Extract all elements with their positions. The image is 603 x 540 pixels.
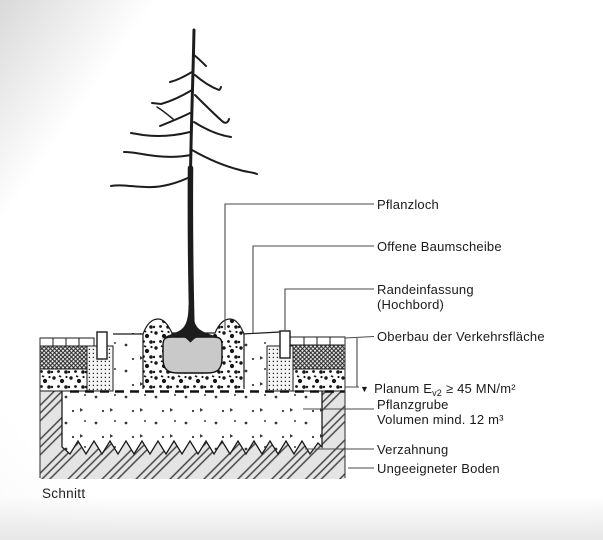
base-course-right xyxy=(292,344,346,370)
branches xyxy=(110,54,258,189)
frost-layer-left xyxy=(39,368,88,392)
label-planum-subscript: v2 xyxy=(432,388,442,398)
leader-offene-baumscheibe xyxy=(252,245,374,333)
oberbau-depth-bracket xyxy=(345,338,359,388)
pavement-left xyxy=(39,331,114,392)
interlock-zigzag xyxy=(61,391,323,456)
label-ungeeigneter-boden: Ungeeigneter Boden xyxy=(377,461,500,476)
tree xyxy=(110,28,258,343)
planum-triangle-marker: ▼ xyxy=(360,384,370,394)
label-planum: ▼ Planum Ev2≥ 45 MN/m² xyxy=(360,381,516,398)
pavement-right xyxy=(266,330,346,392)
root-flare xyxy=(162,305,219,343)
trunk xyxy=(189,28,196,177)
label-randeinfassung: Randeinfassung (Hochbord) xyxy=(377,282,474,312)
label-pflanzgrube-line1: Pflanzgrube xyxy=(377,397,449,412)
curb-post-left xyxy=(96,331,108,360)
label-planum-prefix: Planum E xyxy=(374,381,433,396)
base-course-left xyxy=(39,345,88,370)
label-pflanzloch: Pflanzloch xyxy=(377,197,439,212)
curb-post-right xyxy=(279,330,291,359)
paving-course-left xyxy=(39,337,95,347)
root-ball xyxy=(162,336,223,374)
label-planum-value: ≥ 45 MN/m² xyxy=(445,381,516,396)
label-pflanzgrube-line2: Volumen mind. 12 m³ xyxy=(377,412,504,427)
planting-pit xyxy=(61,391,323,456)
label-offene-baumscheibe: Offene Baumscheibe xyxy=(377,239,502,254)
label-verzahnung: Verzahnung xyxy=(377,442,449,457)
section-side-borders xyxy=(39,337,346,478)
label-randeinfassung-line2: (Hochbord) xyxy=(377,297,445,312)
label-oberbau: Oberbau der Verkehrsfläche xyxy=(377,329,545,344)
label-randeinfassung-line1: Randeinfassung xyxy=(377,282,474,297)
leader-randeinfassung xyxy=(284,288,374,331)
leader-oberbau xyxy=(344,335,375,339)
leader-lines xyxy=(224,203,375,469)
section-caption: Schnitt xyxy=(42,486,86,501)
leader-pflanzloch xyxy=(224,203,374,330)
label-pflanzgrube: Pflanzgrube Volumen mind. 12 m³ xyxy=(377,397,504,427)
frost-layer-right xyxy=(292,368,346,392)
